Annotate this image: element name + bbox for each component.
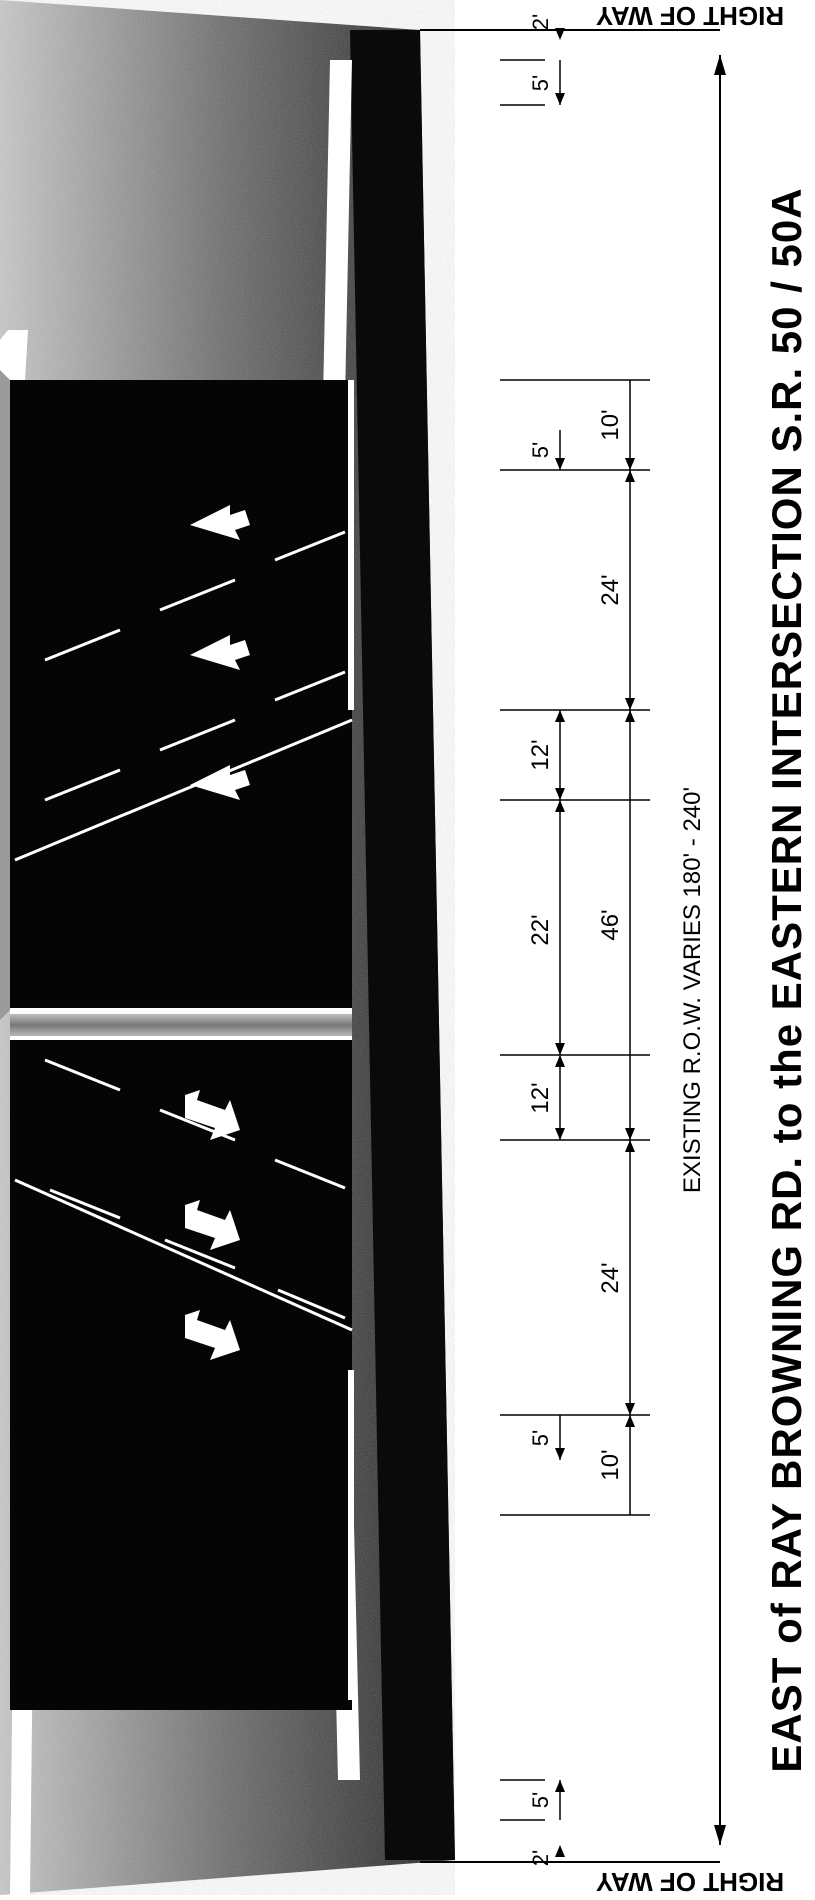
svg-text:12': 12' <box>527 1082 554 1113</box>
dim-label-right-sidewalk-far: 5' <box>528 75 553 91</box>
svg-text:2': 2' <box>528 14 553 30</box>
svg-text:5': 5' <box>528 1792 553 1808</box>
arrow-down-icon <box>185 1310 240 1360</box>
dim-label-left-border: 10' <box>597 1449 624 1480</box>
svg-text:EAST of RAY BROWNING RD. to th: EAST of RAY BROWNING RD. to the EASTERN … <box>763 187 810 1772</box>
eastbound-edge-line <box>14 1178 353 1332</box>
westbound-arrows <box>190 505 250 800</box>
dim-label-left-roadway: 24' <box>597 1262 624 1293</box>
row-dim-arrow-top <box>714 55 726 75</box>
median-curb-top <box>10 1008 352 1014</box>
arrow-up-icon <box>190 635 250 670</box>
arrow-down-icon <box>185 1090 240 1140</box>
dim-label-left-sidewalk: 5' <box>528 1430 553 1446</box>
arrow-up-icon <box>190 505 250 540</box>
westbound-pavement <box>10 380 352 1010</box>
near-edge-band <box>350 30 455 1860</box>
dim-label-left-sidewalk-far: 5' <box>528 1792 553 1808</box>
dim-label-right-inner-shoulder: 12' <box>527 739 554 770</box>
right-curb <box>348 380 354 710</box>
svg-text:24': 24' <box>597 1262 624 1293</box>
svg-text:46': 46' <box>597 909 624 940</box>
dim-label-right-offset: 2' <box>528 14 553 30</box>
median <box>10 1010 352 1040</box>
right-of-way-label-top: RIGHT OF WAY <box>596 1 784 31</box>
westbound-lane-dashes <box>44 530 346 802</box>
caption: EAST of RAY BROWNING RD. to the EASTERN … <box>763 187 810 1772</box>
right-of-way-label-bottom: RIGHT OF WAY <box>596 1867 784 1897</box>
dimension-arrowheads <box>555 28 635 1857</box>
svg-text:24': 24' <box>597 574 624 605</box>
dimension-ticks <box>500 59 650 1821</box>
svg-text:5': 5' <box>528 442 553 458</box>
svg-text:EXISTING R.O.W. VARIES 180' -: EXISTING R.O.W. VARIES 180' - 240' <box>679 787 706 1193</box>
existing-row-label: EXISTING R.O.W. VARIES 180' - 240' <box>679 787 706 1193</box>
dim-label-right-roadway: 24' <box>597 574 624 605</box>
dim-label-left-inner-shoulder: 12' <box>527 1082 554 1113</box>
eastbound-pavement <box>10 1040 352 1710</box>
dim-label-left-offset: 2' <box>528 1850 553 1866</box>
svg-text:2': 2' <box>528 1850 553 1866</box>
svg-text:10': 10' <box>597 1449 624 1480</box>
median-curb-bottom <box>10 1036 352 1042</box>
svg-text:RIGHT OF WAY: RIGHT OF WAY <box>596 1 784 31</box>
arrow-up-icon <box>190 765 250 800</box>
svg-text:22': 22' <box>527 914 554 945</box>
arrow-down-icon <box>185 1200 240 1250</box>
dim-label-right-sidewalk: 5' <box>528 442 553 458</box>
svg-text:5': 5' <box>528 75 553 91</box>
left-curb <box>348 1370 354 1700</box>
dim-label-right-border: 10' <box>597 409 624 440</box>
svg-text:10': 10' <box>597 409 624 440</box>
dim-label-median-width: 22' <box>527 914 554 945</box>
right-sidewalk-strip <box>323 60 352 400</box>
westbound-edge-line <box>14 718 353 862</box>
eastbound-arrows <box>185 1090 240 1360</box>
svg-text:12': 12' <box>527 739 554 770</box>
svg-text:5': 5' <box>528 1430 553 1446</box>
row-dim-arrow-bottom <box>714 1825 726 1845</box>
svg-text:RIGHT OF WAY: RIGHT OF WAY <box>596 1867 784 1895</box>
westbound-grass-left <box>0 370 10 1020</box>
dim-label-median-total: 46' <box>597 909 624 940</box>
